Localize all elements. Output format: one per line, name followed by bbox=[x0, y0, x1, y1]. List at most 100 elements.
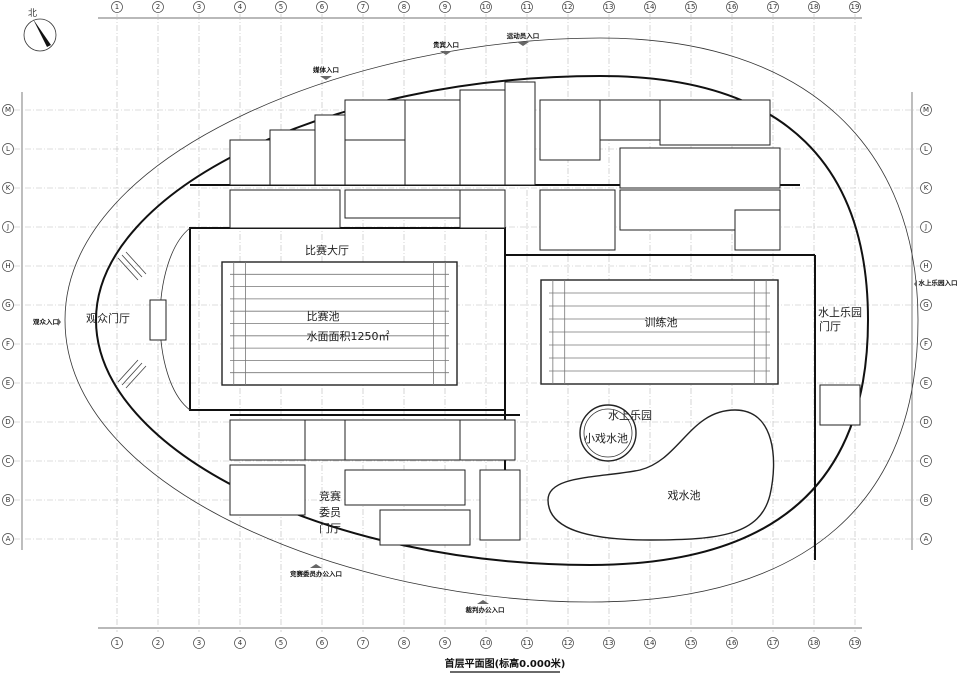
axis-label-row: M bbox=[5, 106, 11, 114]
axis-bubble-row bbox=[920, 533, 932, 545]
axis-label-column: 8 bbox=[402, 639, 406, 647]
drawing-title: 首层平面图(标高0.000米) bbox=[445, 657, 566, 670]
label-waterpark-lobby: 水上乐园 bbox=[818, 306, 862, 319]
axis-bubble-row bbox=[920, 260, 932, 272]
entrance-referee-office-label: 裁判办公入口 bbox=[466, 605, 505, 614]
label-committee-lobby-2: 委员 bbox=[319, 506, 341, 519]
axis-label-column: 13 bbox=[605, 3, 614, 11]
competition-pool-lanes bbox=[230, 262, 449, 385]
entrance-vip-label: 贵宾入口 bbox=[433, 40, 459, 49]
axis-label-column: 1 bbox=[115, 639, 119, 647]
axis-bubble-column bbox=[767, 1, 779, 13]
axis-bubble-column bbox=[521, 1, 533, 13]
axis-label-row: F bbox=[6, 340, 10, 348]
axis-bubble-row bbox=[920, 104, 932, 116]
axis-bubble-column bbox=[808, 1, 820, 13]
axis-bubble-column bbox=[644, 1, 656, 13]
label-competition-hall: 比赛大厅 bbox=[305, 243, 349, 257]
entrance-audience-label: 观众入口 bbox=[33, 317, 59, 326]
axis-bubble-row bbox=[920, 455, 932, 467]
axis-label-row: D bbox=[5, 418, 10, 426]
entrance-committee-office: 竞赛委员办公入口 bbox=[290, 564, 342, 578]
axis-label-column: 15 bbox=[687, 3, 696, 11]
axis-bubble-row bbox=[920, 338, 932, 350]
label-competition-pool: 比赛池 bbox=[307, 309, 340, 323]
axis-label-column: 10 bbox=[482, 3, 491, 11]
label-waterpark: 水上乐园 bbox=[608, 409, 652, 422]
axis-bubble-row bbox=[920, 494, 932, 506]
entrance-waterpark: 水上乐园入口 bbox=[914, 278, 958, 288]
axis-label-row: C bbox=[6, 457, 11, 465]
axis-bubble-column bbox=[562, 637, 574, 649]
axis-label-column: 13 bbox=[605, 639, 614, 647]
axis-bubble-row bbox=[920, 416, 932, 428]
axis-bubble-row bbox=[2, 221, 14, 233]
axis-label-column: 17 bbox=[769, 3, 778, 11]
axis-bubble-column bbox=[316, 1, 328, 13]
axis-bubble-row bbox=[920, 221, 932, 233]
axis-label-row: J bbox=[6, 223, 9, 231]
axis-label-column: 9 bbox=[443, 3, 447, 11]
splash-pool bbox=[547, 409, 775, 541]
axis-bubble-column bbox=[152, 1, 164, 13]
axis-bubble-column bbox=[398, 637, 410, 649]
axis-label-column: 1 bbox=[115, 3, 119, 11]
south-rooms bbox=[229, 419, 521, 546]
axis-bubble-row bbox=[920, 182, 932, 194]
small-splash-pool bbox=[579, 404, 637, 462]
axis-label-column: 4 bbox=[238, 3, 243, 11]
axis-bubble-column bbox=[111, 1, 123, 13]
label-committee-lobby-3: 门厅 bbox=[319, 521, 341, 535]
axis-label-row: L bbox=[924, 145, 928, 153]
axis-label-row: B bbox=[6, 496, 11, 504]
axis-label-column: 7 bbox=[361, 3, 365, 11]
axis-label-column: 5 bbox=[279, 639, 283, 647]
axis-bubble-column bbox=[644, 637, 656, 649]
axis-bubble-row bbox=[2, 182, 14, 194]
axis-bubble-column bbox=[480, 1, 492, 13]
axis-label-column: 18 bbox=[810, 639, 819, 647]
axis-label-row: H bbox=[5, 262, 10, 270]
north-arrow-icon: 北 bbox=[23, 8, 57, 52]
axis-label-row: A bbox=[6, 535, 11, 543]
axis-label-column: 6 bbox=[320, 639, 325, 647]
axis-bubble-row bbox=[920, 299, 932, 311]
axis-bubble-column bbox=[849, 1, 861, 13]
axis-bubble-column bbox=[439, 637, 451, 649]
axis-bubble-column bbox=[562, 1, 574, 13]
axis-label-column: 9 bbox=[443, 639, 447, 647]
axis-label-row: B bbox=[924, 496, 929, 504]
axis-bubble-column bbox=[275, 637, 287, 649]
entrance-media: 媒体入口 bbox=[313, 65, 339, 80]
axis-label-column: 14 bbox=[646, 639, 655, 647]
axis-label-column: 10 bbox=[482, 639, 491, 647]
axis-bubble-row bbox=[2, 104, 14, 116]
entrance-waterpark-label: 水上乐园入口 bbox=[919, 278, 958, 287]
entrance-arrow-icon bbox=[310, 564, 322, 568]
axis-bubble-row bbox=[2, 533, 14, 545]
axis-label-row: M bbox=[923, 106, 929, 114]
entrance-arrow-icon bbox=[914, 280, 917, 288]
north-label: 北 bbox=[28, 8, 37, 19]
axis-label-row: D bbox=[923, 418, 928, 426]
axis-label-column: 14 bbox=[646, 3, 655, 11]
axis-bubble-column bbox=[234, 1, 246, 13]
axis-label-column: 4 bbox=[238, 639, 243, 647]
axis-bubble-column bbox=[152, 637, 164, 649]
axis-bubble-column bbox=[193, 1, 205, 13]
label-audience-lobby: 观众门厅 bbox=[86, 311, 130, 325]
axis-label-column: 11 bbox=[523, 3, 532, 11]
label-waterpark-lobby-2: 门厅 bbox=[819, 319, 841, 333]
axis-label-column: 16 bbox=[728, 639, 737, 647]
axis-bubble-row bbox=[920, 143, 932, 155]
axis-label-row: E bbox=[6, 379, 10, 387]
axis-bubble-column bbox=[808, 637, 820, 649]
axis-label-column: 17 bbox=[769, 639, 778, 647]
axis-label-column: 12 bbox=[564, 639, 573, 647]
axis-bubble-row bbox=[2, 377, 14, 389]
stair-core bbox=[149, 299, 167, 341]
axis-bubble-column bbox=[685, 637, 697, 649]
axis-label-row: G bbox=[5, 301, 10, 309]
label-pool-area: 水面面积1250㎡ bbox=[307, 330, 390, 343]
waterpark-room bbox=[819, 384, 861, 426]
